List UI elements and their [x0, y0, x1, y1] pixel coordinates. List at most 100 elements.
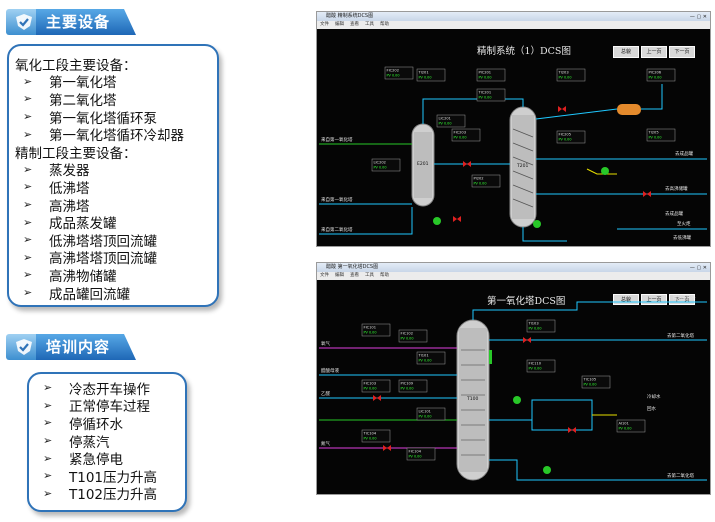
bullet-arrow-icon: ➢ [43, 434, 53, 448]
instrument-tag-value: PV 0.00 [649, 136, 662, 140]
menu-item[interactable]: 文件 [320, 273, 329, 278]
instrument-tag-value: PV 0.00 [619, 427, 632, 431]
window-controls-icon[interactable]: — ▢ ✕ [689, 14, 707, 20]
bullet-arrow-icon: ➢ [23, 110, 33, 124]
instrument-tag-name: AI101 [619, 422, 629, 426]
window-controls-icon[interactable]: — ▢ ✕ [689, 265, 707, 271]
list-item-label: 高沸塔塔顶回流罐 [49, 251, 157, 268]
list-item: ➢ 高沸物储罐 [9, 266, 217, 285]
next-page-button[interactable]: 下一页 [669, 294, 695, 305]
instrument-tag-frame [398, 329, 428, 343]
instrument-tag-name: PIC109 [401, 382, 414, 386]
menu-item[interactable]: 工具 [365, 273, 374, 278]
bullet-arrow-icon: ➢ [23, 198, 33, 212]
bullet-arrow-icon: ➢ [23, 92, 33, 106]
instrument-tag-frame [476, 88, 506, 102]
equipment-section-header: 主要设备 [6, 9, 138, 35]
list-item: ➢第二氧化塔 [9, 90, 217, 109]
instrument-tag-value: PV 0.00 [401, 337, 414, 341]
instrument-tag-name: TIC104 [363, 432, 377, 436]
instrument-tag-name: TI205 [648, 131, 659, 135]
instrument-tag-value: PV 0.00 [364, 437, 377, 441]
list-item-label: 第一氧化塔循环泵 [49, 110, 157, 127]
overview-button[interactable]: 总貌 [613, 294, 639, 305]
menu-item[interactable]: 文件 [320, 22, 329, 27]
oxidation-process-diagram: T100氧气醋酸母液乙醛氮气尾气去洗涤去第二氧化塔去第二氧化塔冷却水回水FIC1… [319, 294, 707, 481]
prev-page-button[interactable]: 上一页 [641, 294, 667, 305]
control-valve-icon [463, 161, 471, 167]
instrument-tag-frame [371, 158, 401, 172]
instrument-tag-frame [398, 379, 428, 393]
window-menubar: 文件 编辑 查看 工具 帮助 [317, 21, 710, 29]
bullet-arrow-icon: ➢ [43, 398, 53, 412]
stream-label: 醋酸母液 [321, 367, 339, 374]
bullet-arrow-icon: ➢ [23, 268, 33, 282]
menu-item[interactable]: 帮助 [380, 273, 389, 278]
list-item-label: 高沸物储罐 [49, 268, 117, 285]
list-item-label: 成品蒸发罐 [49, 216, 117, 233]
training-list-box: ➢冷态开车操作➢正常停车过程➢停循环水➢停蒸汽➢紧急停电➢T101压力升高➢T1… [27, 372, 187, 512]
prev-page-button[interactable]: 上一页 [641, 46, 667, 58]
pump-icon [601, 167, 609, 175]
menu-item[interactable]: 查看 [350, 22, 359, 27]
menu-item[interactable]: 帮助 [380, 22, 389, 27]
instrument-tag-value: PV 0.00 [374, 166, 387, 170]
process-pipe [489, 459, 707, 481]
process-pipe [319, 207, 413, 235]
process-pipe [472, 301, 707, 320]
next-page-button[interactable]: 下一页 [669, 46, 695, 58]
instrument-tag-frame [646, 128, 676, 142]
list-item: ➢成品罐回流罐 [9, 284, 217, 303]
instrument-tag-frame [416, 351, 446, 365]
menu-item[interactable]: 工具 [365, 22, 374, 27]
window-title: 醋酸 精制系统DCS图 [326, 13, 374, 19]
list-item-label: 高沸塔 [49, 198, 90, 215]
instrument-tag-value: PV 0.00 [529, 367, 542, 371]
instrument-tag-value: PV 0.00 [559, 138, 572, 142]
bullet-arrow-icon: ➢ [43, 416, 53, 430]
bullet-arrow-icon: ➢ [43, 381, 53, 395]
tower-packing [512, 156, 534, 166]
list-item: ➢ 冷态开车操作 [29, 379, 185, 398]
overview-button[interactable]: 总貌 [613, 46, 639, 58]
instrument-tag-frame [556, 130, 586, 144]
instrument-tag-frame [406, 447, 436, 461]
list-item-label: T102压力升高 [69, 487, 158, 504]
menu-item[interactable]: 编辑 [335, 22, 344, 27]
instrument-tag-value: PV 0.00 [419, 76, 432, 80]
list-item-label: 冷态开车操作 [69, 381, 150, 398]
list-item-label: 低沸塔塔顶回流罐 [49, 233, 157, 250]
tower-packing [512, 184, 534, 194]
instrument-tag-frame [526, 319, 556, 333]
instrument-tag-frame [384, 66, 414, 80]
menu-item[interactable]: 查看 [350, 273, 359, 278]
instrument-tag-value: PV 0.00 [479, 96, 492, 100]
menu-item[interactable]: 编辑 [335, 273, 344, 278]
stream-label: 去第二氧化塔 [667, 472, 694, 479]
list-item-label: 蒸发器 [49, 163, 90, 180]
